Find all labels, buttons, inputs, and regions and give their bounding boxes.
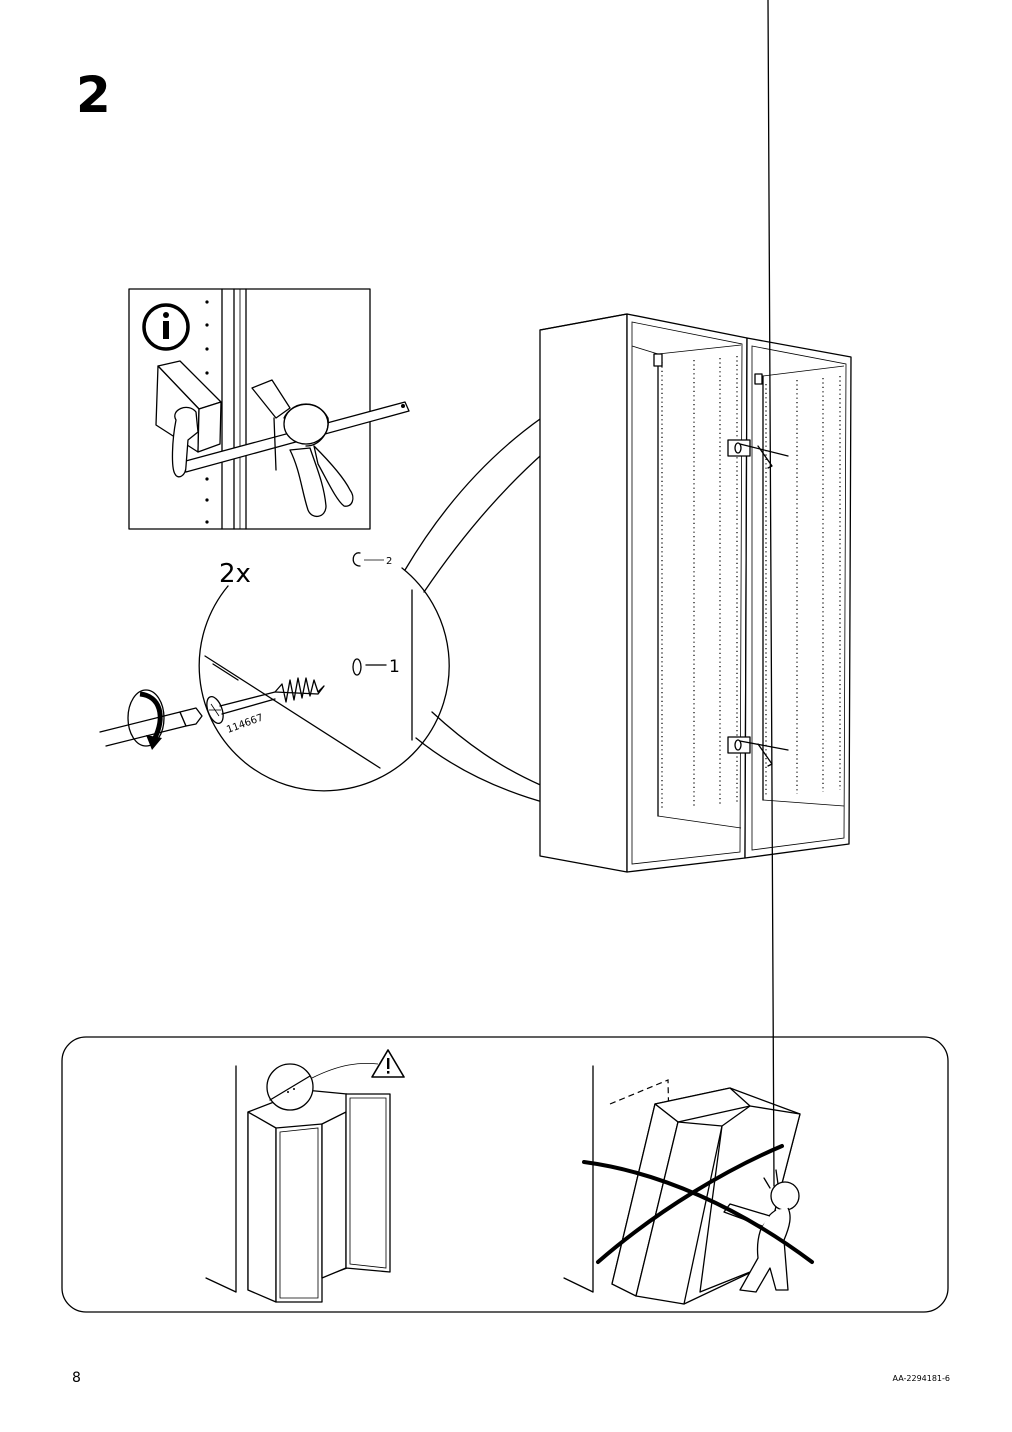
- document-code: AA-2294181-6: [892, 1374, 950, 1383]
- info-inset-box: [128, 288, 410, 530]
- callout-2-label: 2: [386, 556, 392, 567]
- detail-magnifier: [99, 552, 450, 792]
- incorrect-install-illustration: [563, 0, 814, 1305]
- correct-install-illustration: [205, 1049, 405, 1303]
- wardrobe-illustration: [539, 313, 852, 873]
- info-icon: [142, 303, 190, 351]
- warning-panel: [61, 0, 949, 1313]
- part-number-label: 114667: [225, 712, 265, 735]
- warning-triangle-icon: [371, 1049, 405, 1078]
- step-number: 2: [76, 66, 111, 124]
- quantity-label: 2x: [219, 559, 251, 589]
- screw-illustration: [206, 677, 325, 725]
- page-number: 8: [72, 1370, 81, 1386]
- screwdriver-icon: [99, 689, 203, 750]
- callout-1-label: 1: [389, 657, 400, 677]
- clamp-upper: [727, 439, 789, 469]
